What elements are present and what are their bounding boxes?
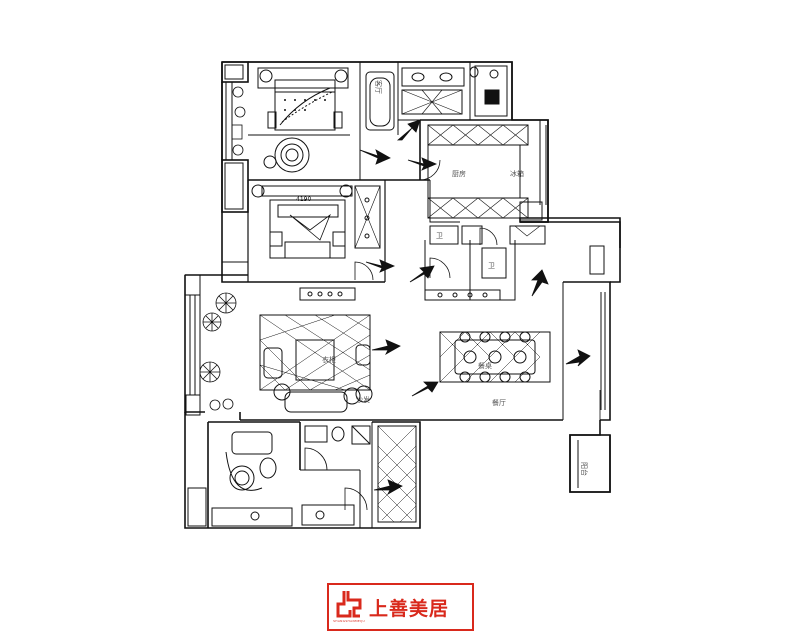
room-label-bath-right: 卫 <box>488 262 495 270</box>
top-bathroom <box>365 65 508 131</box>
living-room <box>259 287 501 413</box>
study <box>211 431 355 527</box>
plant-column-left <box>231 86 246 156</box>
brand-subtitle: SHANGSHANMEIJU <box>333 619 365 623</box>
brand-logo: SHANGSHANMEIJU 上善美居 <box>327 583 474 631</box>
brand-name: 上善美居 <box>369 597 450 620</box>
bedroom-2 <box>251 184 381 259</box>
room-label-dining-table: 餐桌 <box>478 361 492 370</box>
round-rug <box>263 137 310 173</box>
room-label-kitchen: 厨房 <box>452 169 466 178</box>
master-bed <box>257 67 349 131</box>
room-label-living-sofa: 沙发 <box>356 395 370 404</box>
room-label-side-balcony: 阳台 <box>580 462 589 476</box>
storage-units <box>429 225 605 279</box>
kitchen <box>427 124 529 219</box>
living-plants <box>199 292 237 411</box>
room-label-dining-room: 餐厅 <box>492 398 506 407</box>
room-label-closet: 衣柜 <box>322 355 336 364</box>
room-label-kitchen-appliance: 冰箱 <box>510 169 524 178</box>
outer-walls <box>184 61 621 529</box>
brand-mark-icon: SHANGSHANMEIJU <box>333 588 365 626</box>
door-swings <box>304 159 601 511</box>
bedroom-dimension: 4190 <box>296 196 311 203</box>
room-label-living-room-top: 客厅 <box>374 80 383 94</box>
view-arrows <box>359 119 591 496</box>
room-label-bath-left: 卫 <box>436 232 443 240</box>
dining-table <box>439 331 551 383</box>
window-frames <box>184 64 606 527</box>
